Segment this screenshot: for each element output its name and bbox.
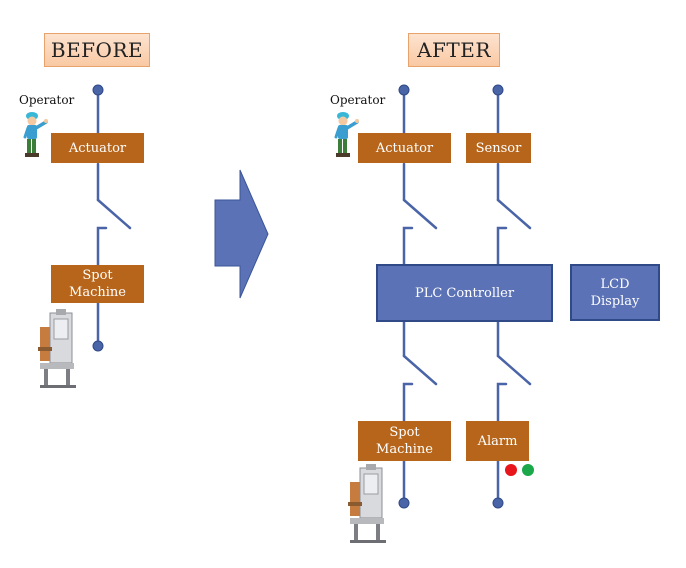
before-top-terminal [92,84,104,96]
operator-person-icon [23,112,48,157]
spot-welding-machine-icon [38,309,76,388]
after-sensor-terminal [492,84,504,96]
after-sensor-box: Sensor [466,133,531,163]
alarm-box: Alarm [466,421,529,461]
after-spot-terminal [398,497,410,509]
after-actuator-switch-contact [402,226,414,267]
after-output2-switch-contact [496,382,508,424]
after-output1-switch-contact [402,382,414,424]
after-sensor-switch-blade [496,198,532,230]
after-output2-switch-blade [496,354,532,386]
before-title: BEFORE [44,33,150,67]
before-actuator-box: Actuator [51,133,144,163]
alarm-red-light-icon [505,464,517,476]
after-actuator-switch-blade [402,198,438,230]
after-title: AFTER [408,33,500,67]
spot-welding-machine-icon [348,464,386,543]
after-actuator-terminal [398,84,410,96]
alarm-green-light-icon [522,464,534,476]
before-switch-blade [96,198,132,230]
operator-person-icon [334,112,359,157]
before-bottom-terminal [92,340,104,352]
before-switch-contact [96,226,108,267]
right-arrow-icon [214,169,269,299]
after-actuator-box: Actuator [358,133,451,163]
after-output1-switch-blade [402,354,438,386]
after-sensor-switch-contact [496,226,508,267]
plc-controller-box: PLC Controller [376,264,553,322]
after-spot-machine-box: Spot Machine [358,421,451,461]
before-spot-machine-box: Spot Machine [51,265,144,303]
lcd-display-box: LCD Display [570,264,660,321]
before-operator-label: Operator [19,93,75,107]
after-alarm-terminal [492,497,504,509]
after-operator-label: Operator [330,93,386,107]
